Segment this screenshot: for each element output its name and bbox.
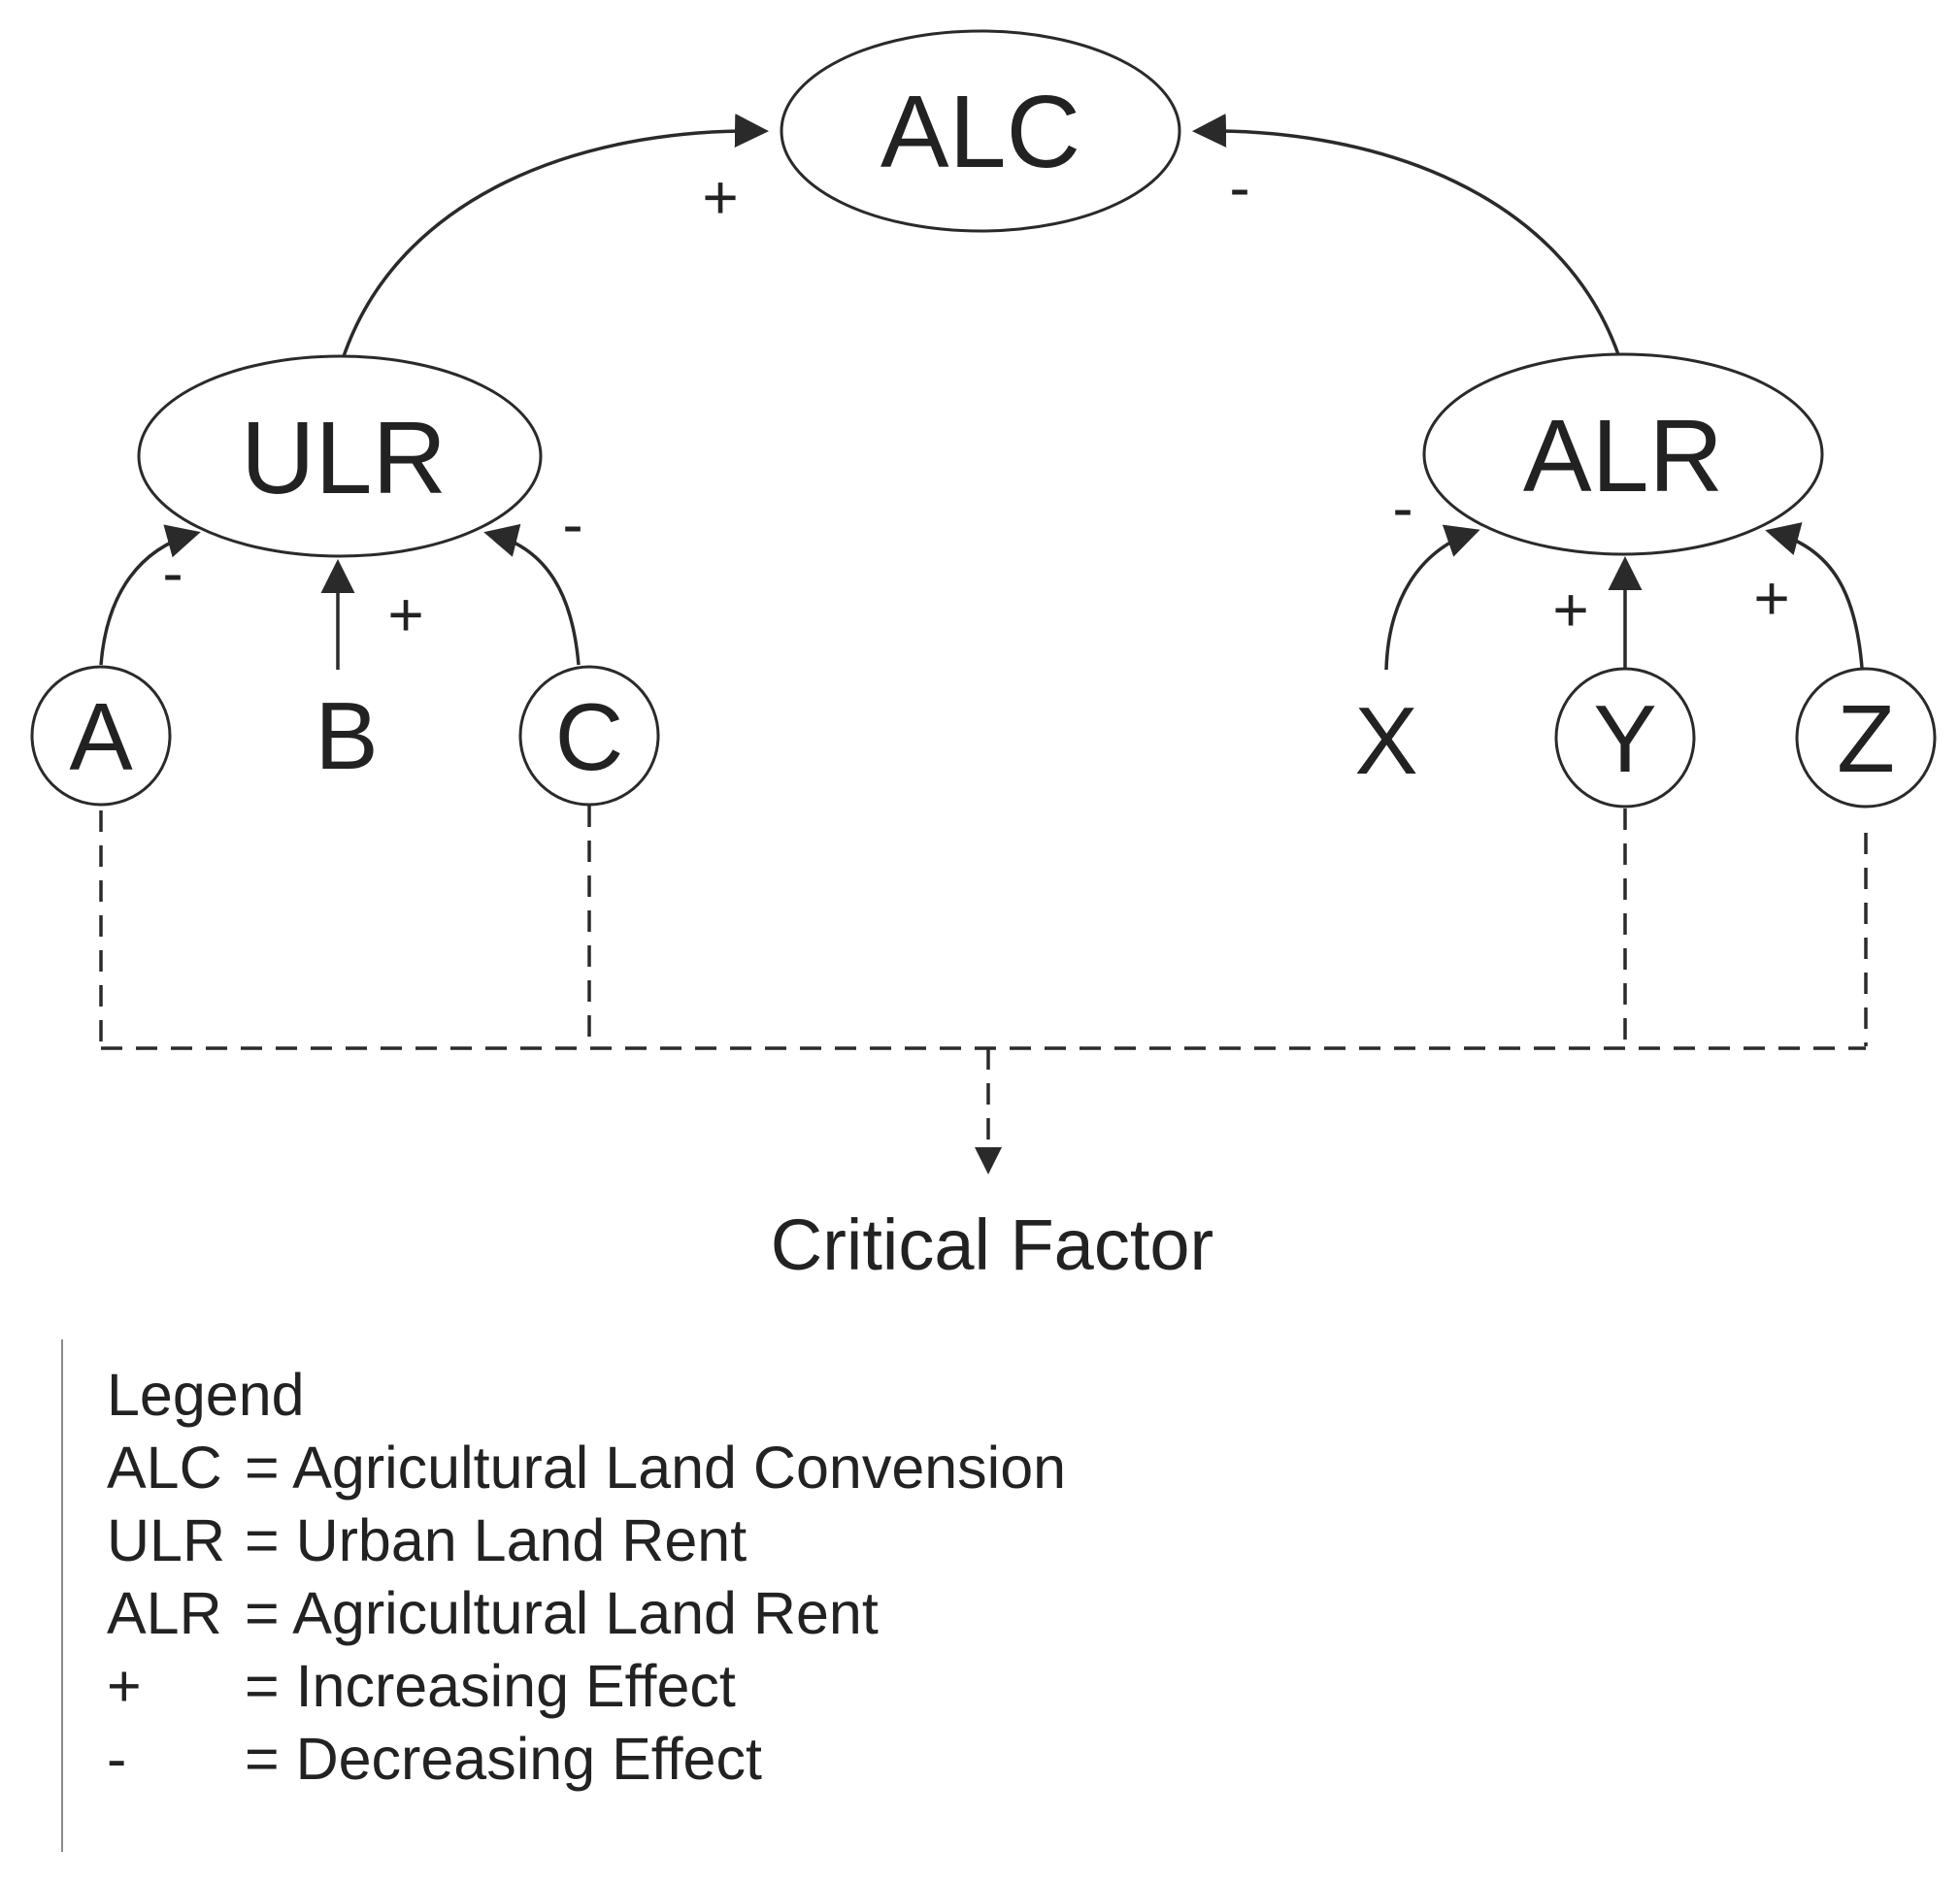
node-alc-label: ALC [880, 75, 1080, 189]
legend-item-desc: = Increasing Effect [245, 1653, 736, 1719]
legend-item: + = Increasing Effect [107, 1650, 1066, 1723]
legend-item: ULR = Urban Land Rent [107, 1504, 1066, 1577]
edge-a-to-ulr [99, 524, 201, 666]
node-b-label: B [315, 682, 378, 789]
legend-title: Legend [107, 1362, 305, 1428]
legend-item-abbr: ALC [107, 1435, 222, 1501]
legend: Legend ALC = Agricultural Land Convensio… [107, 1359, 1066, 1796]
node-alr-label: ALR [1523, 399, 1723, 513]
legend-item-abbr: ULR [107, 1507, 226, 1573]
node-alc: ALC [780, 29, 1181, 233]
legend-item-desc: = Agricultural Land Rent [245, 1580, 879, 1646]
legend-item-desc: = Agricultural Land Convension [245, 1435, 1067, 1501]
sign-c-to-ulr: - [562, 489, 582, 559]
node-ulr: ULR [137, 354, 543, 558]
node-z: Z [1795, 667, 1937, 809]
edge-x-to-alr [1384, 524, 1480, 671]
legend-item-abbr: ALR [107, 1580, 222, 1646]
node-c-label: C [555, 683, 624, 790]
sign-a-to-ulr: - [162, 538, 183, 608]
legend-item-desc: = Urban Land Rent [245, 1507, 747, 1573]
legend-item-desc: = Decreasing Effect [245, 1726, 762, 1792]
sign-x-to-alr: - [1392, 473, 1412, 543]
edge-c-to-ulr [483, 523, 581, 666]
node-a-label: A [69, 683, 133, 790]
legend-item-abbr: + [107, 1653, 142, 1719]
node-z-label: Z [1837, 685, 1895, 792]
critical-factor-label: Critical Factor [771, 1205, 1213, 1285]
node-y-label: Y [1593, 685, 1656, 792]
node-ulr-label: ULR [241, 401, 447, 515]
sign-ulr-to-alc: + [702, 162, 738, 232]
legend-item: ALR = Agricultural Land Rent [107, 1577, 1066, 1650]
edge-ulr-to-alc [341, 114, 769, 360]
node-x: X [1354, 687, 1417, 794]
node-y: Y [1554, 667, 1696, 809]
edge-alr-to-alc [1192, 114, 1621, 358]
sign-y-to-alr: + [1552, 575, 1588, 644]
legend-item: - = Decreasing Effect [107, 1723, 1066, 1796]
sign-z-to-alr: + [1753, 563, 1789, 633]
node-x-label: X [1354, 687, 1417, 794]
node-b: B [315, 682, 378, 789]
legend-divider [61, 1339, 63, 1852]
legend-item-abbr: - [107, 1726, 127, 1792]
sign-alr-to-alc: - [1229, 152, 1249, 222]
node-a: A [30, 665, 172, 807]
node-alr: ALR [1422, 352, 1824, 556]
legend-item: ALC = Agricultural Land Convension [107, 1432, 1066, 1504]
sign-b-to-ulr: + [387, 579, 423, 649]
edge-z-to-alr [1765, 522, 1864, 669]
legend-title-row: Legend [107, 1359, 1066, 1432]
node-c: C [518, 665, 660, 807]
